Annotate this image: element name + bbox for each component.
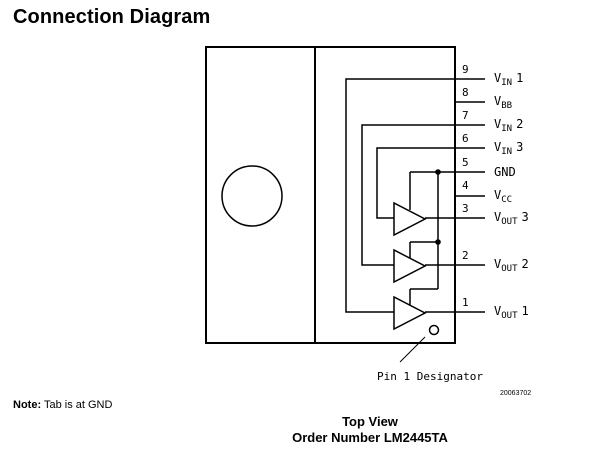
pin1-designator-arrow: [399, 336, 426, 363]
junction-dots: [435, 169, 441, 245]
pin-number: 2: [462, 249, 469, 262]
order-number: Order Number LM2445TA: [292, 430, 448, 445]
pin-label-gnd: GND: [494, 165, 516, 179]
pin-number: 4: [462, 179, 469, 192]
note: Note: Tab is at GND: [13, 399, 112, 411]
pin1-designator-label: Pin 1 Designator: [377, 370, 483, 383]
top-view-label: Top View: [342, 414, 398, 429]
pin-number: 8: [462, 86, 469, 99]
pin-number: 7: [462, 109, 469, 122]
pin-number: 9: [462, 63, 469, 76]
vin2-wire: [361, 124, 455, 266]
pin-label-vbb: VBB: [494, 94, 512, 111]
pin-numbers: 9 8 7 6 5 4 3 2 1: [462, 63, 469, 309]
pin-label-vcc: VCC: [494, 188, 512, 205]
package-outline: [205, 46, 456, 344]
pin-number: 3: [462, 202, 469, 215]
vin3-wire: [376, 147, 455, 219]
amplifier-3: [393, 201, 427, 237]
part-code: 20063702: [500, 390, 531, 397]
diagram-title: Connection Diagram: [13, 6, 211, 28]
pin-number: 5: [462, 156, 469, 169]
pin1-designator-circle: [428, 324, 440, 336]
note-text: Tab is at GND: [43, 399, 113, 411]
vin1-wire: [345, 78, 455, 313]
pin-number: 6: [462, 132, 469, 145]
mounting-hole: [221, 165, 283, 227]
pin-leads: [455, 78, 485, 313]
pin-number: 1: [462, 296, 469, 309]
note-label: Note:: [13, 399, 42, 411]
